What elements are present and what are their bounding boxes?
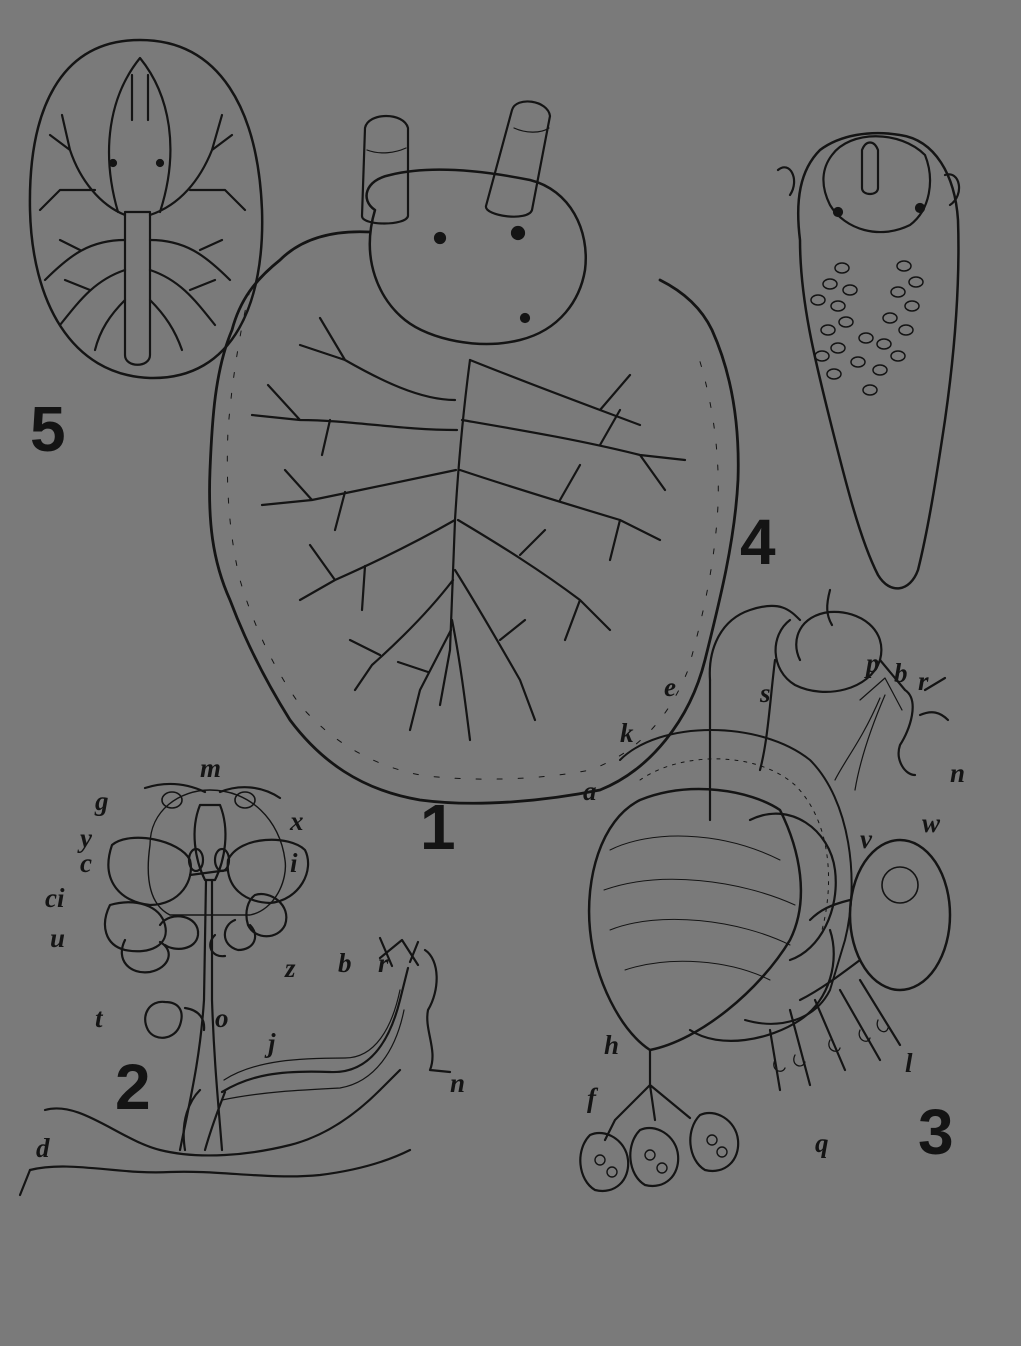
fig2-label-d: d — [36, 1135, 50, 1162]
fig3-label-w: w — [922, 810, 940, 837]
fig3-label-p: p — [866, 650, 880, 677]
fig3-label-v: v — [860, 826, 872, 853]
fig2-label-m: m — [200, 755, 221, 782]
fig2-label-b: b — [338, 950, 352, 977]
fig2-label-u: u — [50, 925, 65, 952]
fig3-label-e: e — [664, 674, 676, 701]
fig2-label-c: c — [80, 850, 92, 877]
fig3-label-f: f — [587, 1085, 596, 1112]
fig3-label-r: r — [918, 668, 929, 695]
figure-number-2: 2 — [115, 1050, 151, 1124]
figure-number-3: 3 — [918, 1095, 954, 1169]
fig2-label-r: r — [378, 950, 389, 977]
fig3-label-n: n — [950, 760, 965, 787]
figure-4-drawing — [778, 133, 959, 588]
figure-number-1: 1 — [420, 790, 456, 864]
fig2-label-t: t — [95, 1005, 103, 1032]
fig2-label-o: o — [215, 1005, 229, 1032]
fig2-label-j: j — [268, 1030, 276, 1057]
figure-5-drawing — [30, 40, 262, 378]
fig2-label-ci: ci — [45, 885, 65, 912]
fig3-label-k: k — [620, 720, 634, 747]
figure-number-4: 4 — [740, 505, 776, 579]
figure-1-drawing — [210, 101, 739, 803]
fig2-label-z: z — [285, 955, 296, 982]
fig3-label-l: l — [905, 1050, 913, 1077]
fig2-label-n: n — [450, 1070, 465, 1097]
fig3-label-b: b — [894, 660, 908, 687]
fig2-label-x: x — [290, 808, 304, 835]
fig3-label-a: a — [583, 778, 597, 805]
fig3-label-s: s — [760, 680, 771, 707]
fig3-label-h: h — [604, 1032, 619, 1059]
figure-number-5: 5 — [30, 392, 66, 466]
fig3-label-q: q — [815, 1130, 829, 1157]
fig2-label-g: g — [95, 788, 109, 815]
fig2-label-i: i — [290, 850, 298, 877]
